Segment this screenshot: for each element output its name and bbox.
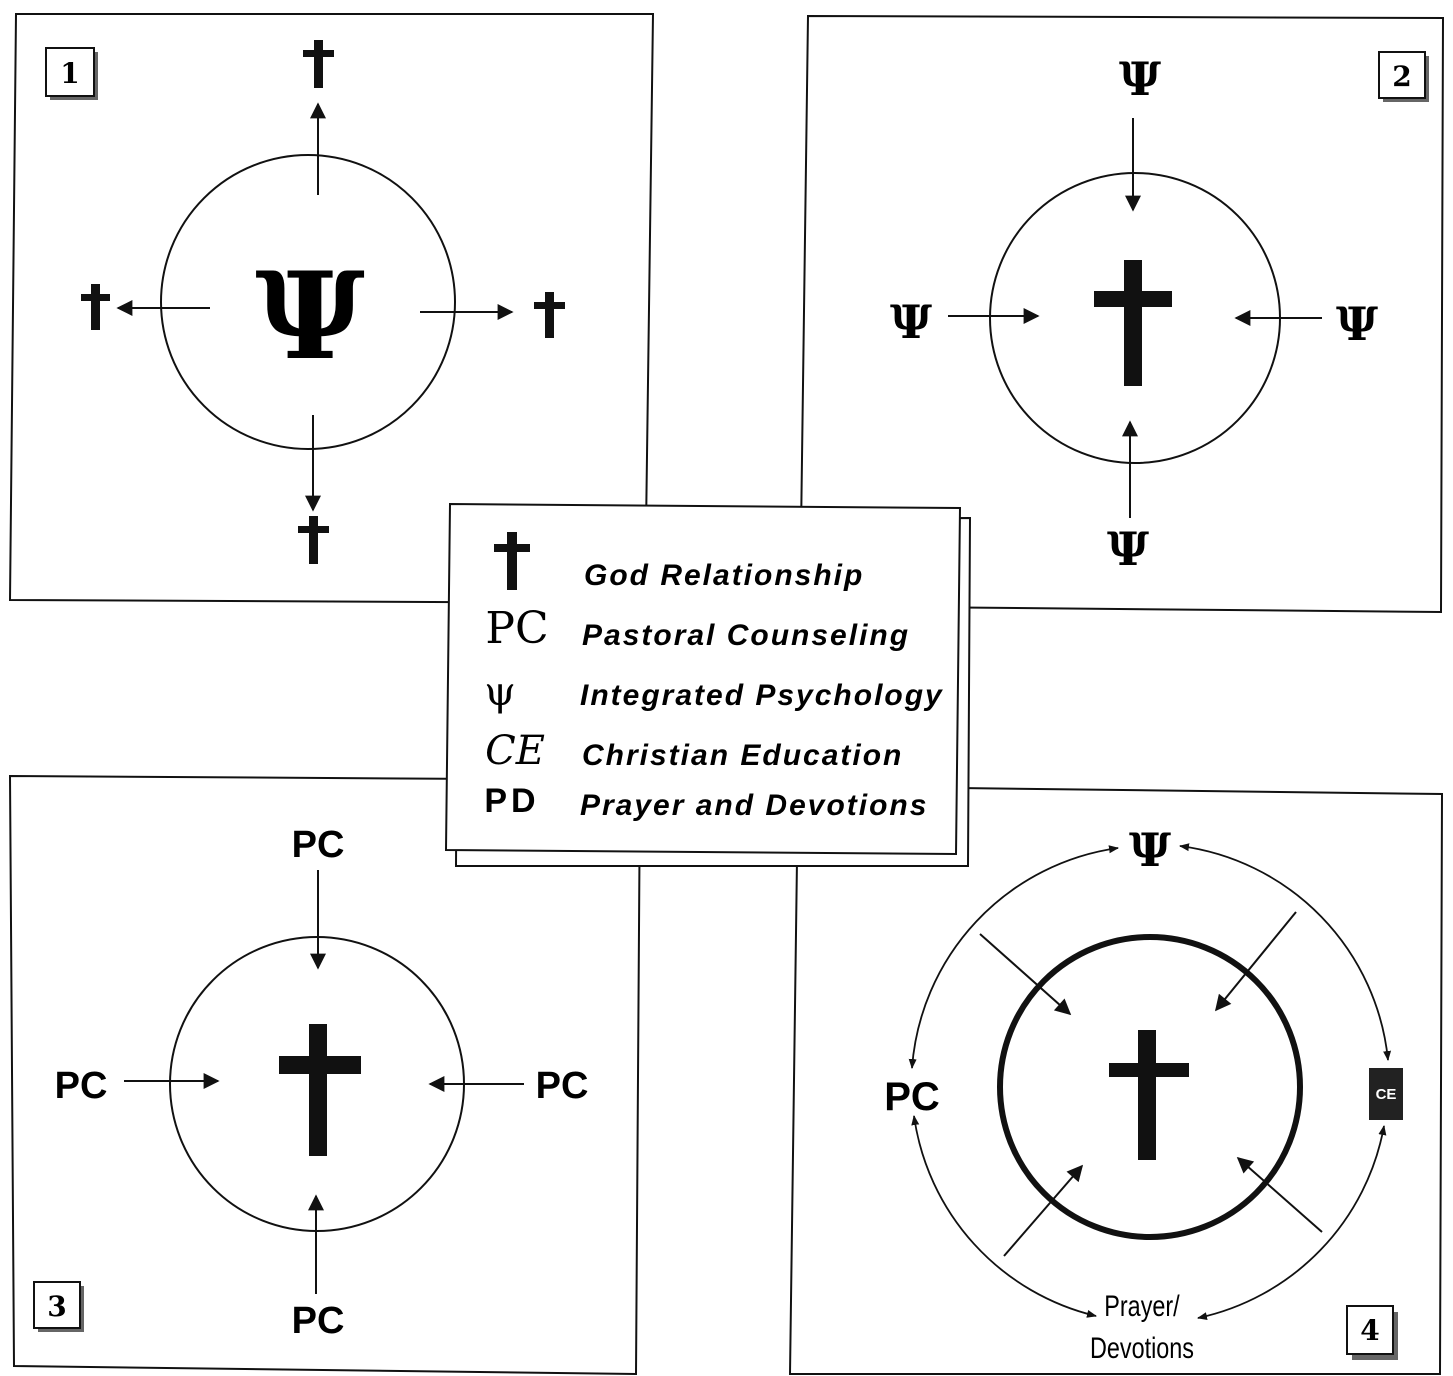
legend-label-pd: Prayer and Devotions — [580, 789, 928, 822]
panel-4-arrow-bottom-right — [1236, 1156, 1323, 1233]
legend-label-ce: Christian Education — [582, 739, 903, 772]
panel-2-number: 2 — [1392, 60, 1411, 93]
panel-3-pc-bottom: PC — [292, 1300, 345, 1342]
panel-4: 4 Ψ PC CE Prayer/ Devotions — [788, 784, 1444, 1375]
panel-3-pc-right: PC — [536, 1065, 589, 1107]
panel-1-number-box: 1 — [45, 47, 98, 100]
legend-label-pc: Pastoral Counseling — [582, 619, 910, 652]
panel-3-pc-left: PC — [55, 1065, 108, 1107]
panel-4-prayer-line1: Prayer/ — [1104, 1289, 1180, 1322]
panel-2-center-cross-icon — [1094, 260, 1172, 386]
panel-4-arrow-top-right — [1214, 911, 1297, 1012]
panel-3-pc-top: PC — [292, 824, 345, 866]
legend-frame — [444, 502, 962, 856]
panel-4-number-box: 4 — [1346, 1305, 1398, 1360]
legend-psi-symbol: ψ — [484, 669, 515, 715]
panel-1-cross-right-icon — [534, 292, 565, 338]
legend-pc-symbol: PC — [485, 603, 548, 654]
panel-4-ce-icon-text: CE — [1376, 1086, 1397, 1103]
panel-3-number: 3 — [47, 1290, 66, 1323]
panel-4-arc-pc-pd — [911, 1115, 1097, 1318]
panel-4-center-cross-icon — [1109, 1030, 1189, 1160]
panel-1-cross-top-icon — [303, 40, 334, 88]
panel-4-arrow-top-left — [979, 933, 1072, 1016]
panel-4-arc-psi-ce — [1179, 843, 1392, 1061]
legend-label-god: God Relationship — [584, 559, 864, 592]
panel-2-psi-left: Ψ — [890, 295, 932, 349]
panel-1: 1 Ψ — [8, 13, 655, 605]
panel-4-prayer-line2: Devotions — [1090, 1331, 1194, 1364]
panel-4-arc-psi-pc — [908, 845, 1119, 1069]
legend: PC ψ CE PD God Relationship Pastoral Cou… — [444, 502, 972, 867]
panel-2-number-box: 2 — [1378, 51, 1429, 102]
panel-2-psi-top: Ψ — [1119, 52, 1161, 106]
panel-2: 2 Ψ Ψ Ψ Ψ — [798, 14, 1445, 614]
panel-1-center-psi: Ψ — [255, 246, 365, 387]
panel-4-ce-icon: CE — [1369, 1068, 1403, 1120]
legend-label-psi: Integrated Psychology — [580, 679, 944, 712]
panel-3-number-box: 3 — [33, 1281, 84, 1332]
panel-2-frame — [798, 14, 1445, 614]
panel-4-number: 4 — [1360, 1314, 1379, 1347]
panel-4-arrow-bottom-left — [1003, 1164, 1084, 1257]
legend-ce-symbol: CE — [485, 728, 545, 774]
panel-3: 3 PC PC PC PC — [8, 774, 642, 1376]
panel-2-psi-bottom: Ψ — [1107, 522, 1149, 576]
panel-4-pc-label: PC — [884, 1075, 940, 1119]
panel-1-cross-bottom-icon — [298, 516, 329, 564]
panel-3-center-cross-icon — [279, 1024, 361, 1156]
panel-4-psi-label: Ψ — [1129, 823, 1171, 877]
panel-1-number: 1 — [60, 57, 79, 90]
panel-4-inner-circle — [997, 934, 1303, 1240]
panel-2-psi-right: Ψ — [1336, 297, 1378, 351]
legend-pd-symbol: PD — [484, 782, 539, 820]
panel-4-arc-ce-pd — [1197, 1125, 1387, 1321]
panel-1-cross-left-icon — [81, 284, 110, 330]
panel-1-circle — [160, 154, 456, 450]
legend-cross-icon — [494, 532, 530, 590]
